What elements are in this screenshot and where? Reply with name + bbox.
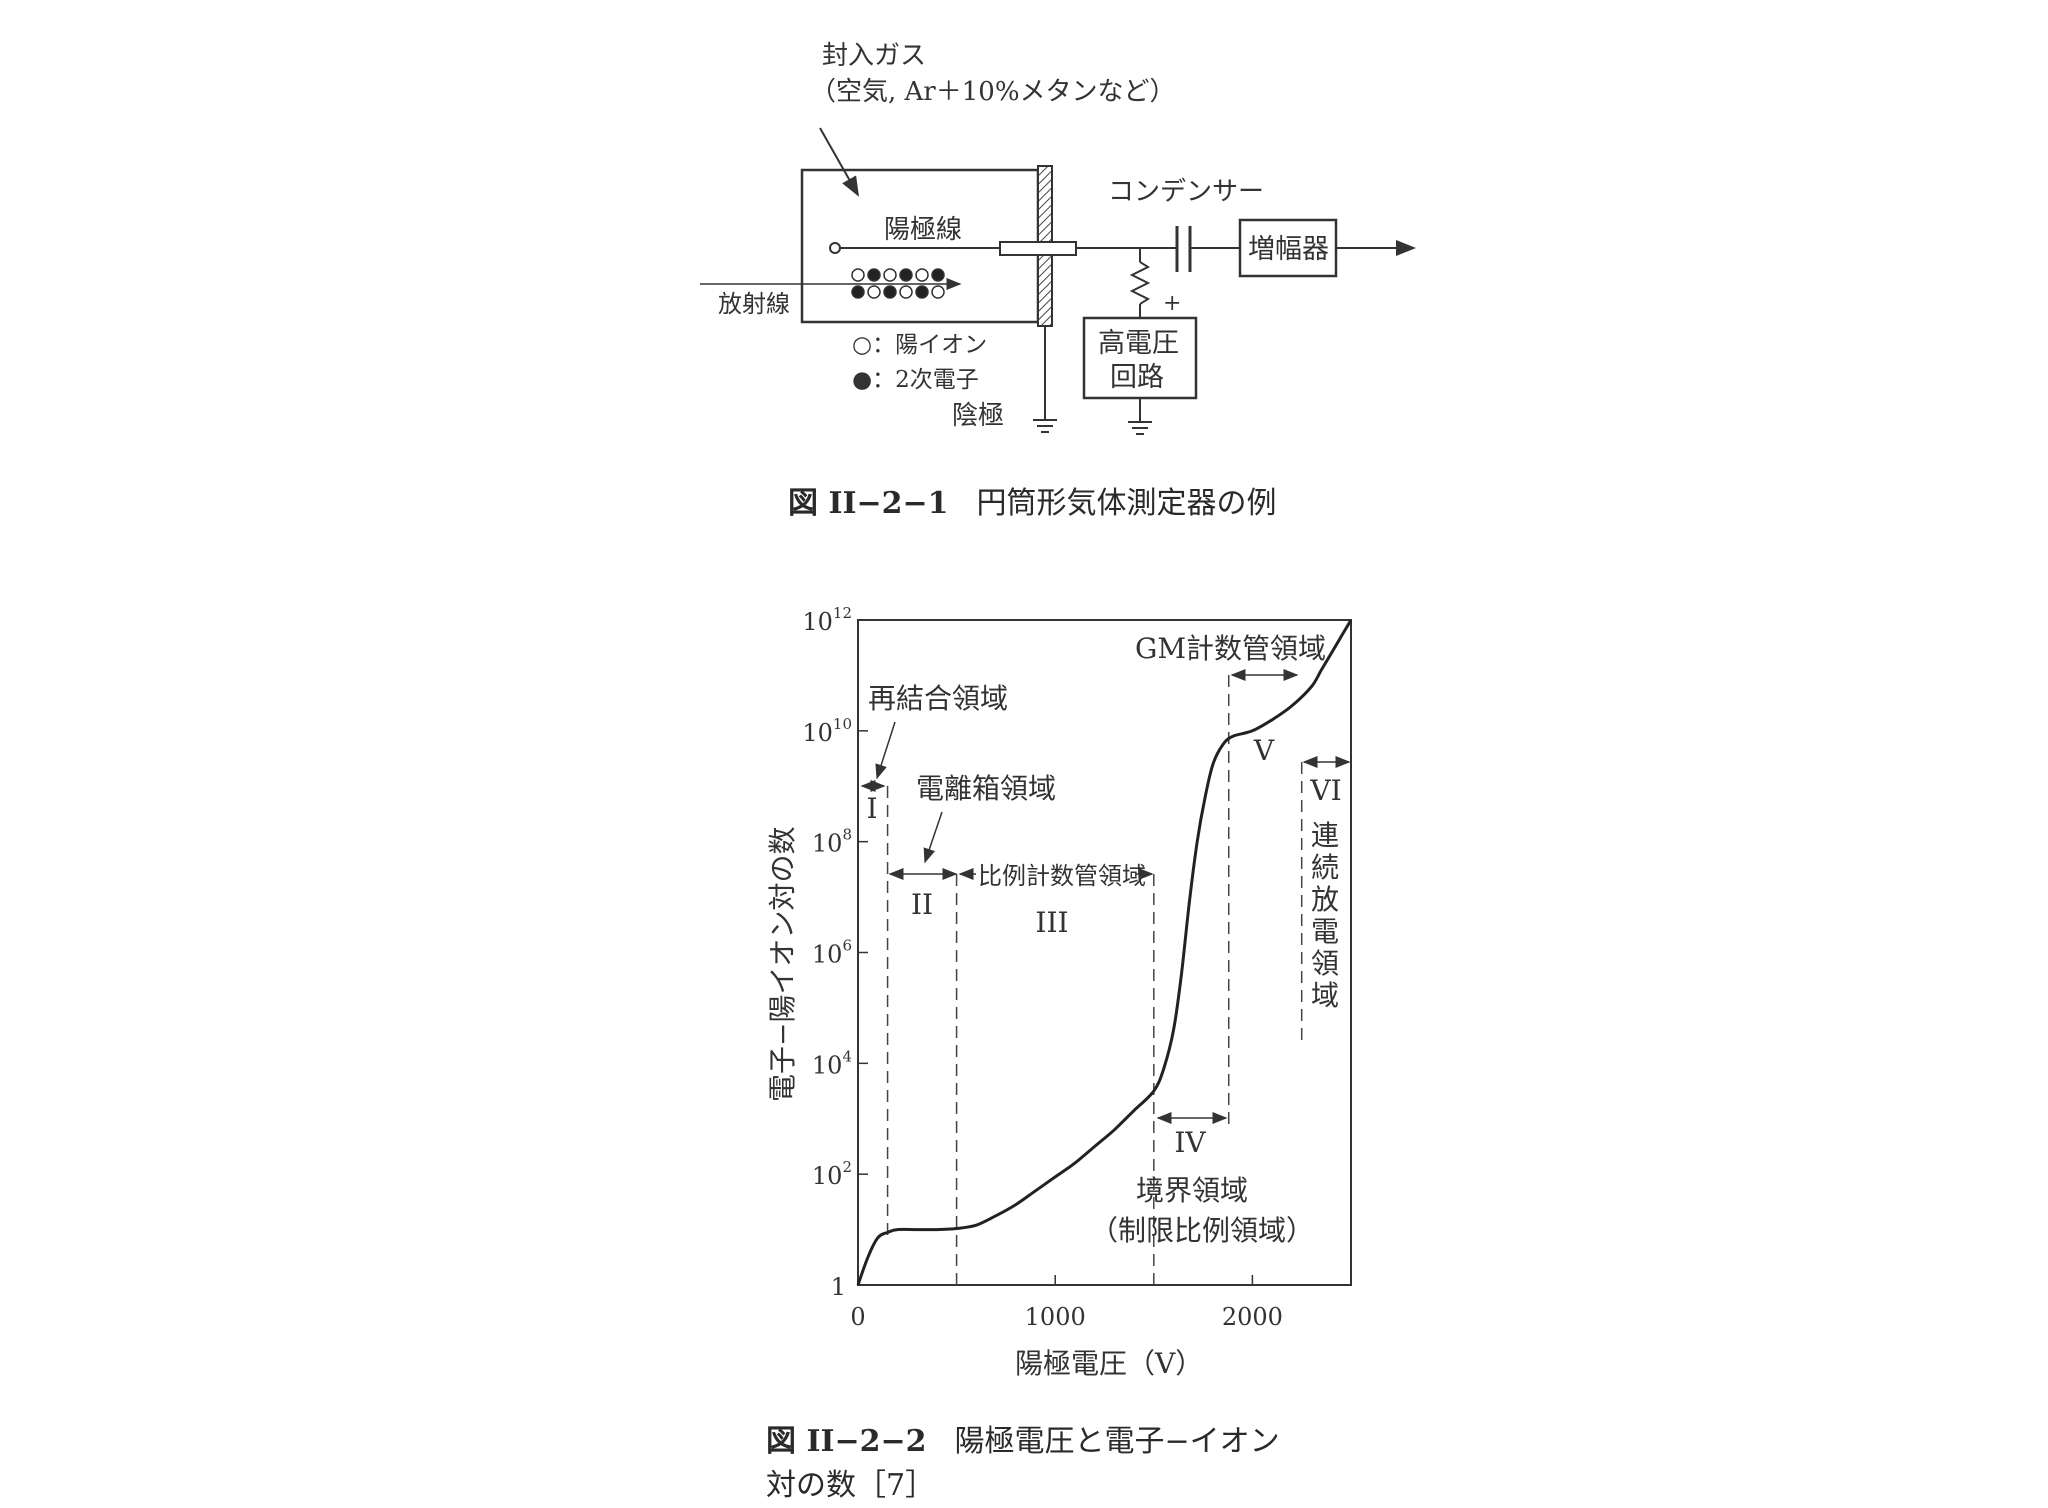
region-boundaries [886, 675, 1303, 1285]
region-numeral: II [911, 888, 933, 921]
secondary-electron [883, 285, 897, 299]
gm-label: GM計数管領域 [1135, 632, 1326, 665]
amplifier-label: 増幅器 [1248, 234, 1329, 265]
region-numeral: VI [1309, 774, 1341, 807]
figure-2-title-line2: 対の数［7］ [766, 1468, 936, 1503]
y-tick-label: 104 [812, 1047, 852, 1079]
y-tick-label: 106 [812, 937, 852, 969]
radiation-label: 放射線 [718, 290, 790, 318]
figure-2-caption: 図 II−2−2 陽極電圧と電子−イオン 対の数［7］ [766, 1420, 1280, 1508]
legend-positive-ion: ○：陽イオン [852, 332, 987, 358]
y-tick-label: 102 [812, 1158, 852, 1190]
region-numeral: I [866, 792, 877, 825]
region-numeral: IV [1174, 1126, 1206, 1159]
ion-pairs [851, 268, 945, 299]
figure-1-number: 図 II−2−1 [788, 486, 949, 521]
y-tick-label: 1010 [802, 715, 852, 747]
positive-ion [883, 268, 897, 282]
series-line [856, 619, 1353, 1286]
continuous-discharge-label: 連続放電領域 [1311, 819, 1339, 1012]
anode-end-dot [829, 242, 841, 254]
secondary-electron [851, 285, 865, 299]
figure-1-caption: 図 II−2−1 円筒形気体測定器の例 [788, 478, 1277, 522]
recombination-pointer [875, 721, 896, 780]
capacitor-label: コンデンサー [1108, 177, 1264, 207]
x-tick-label: 2000 [1222, 1303, 1283, 1331]
ionization-pointer [923, 811, 943, 864]
y-axis-label: 電子−陽イオン対の数 [766, 827, 799, 1102]
limited-proportional-label-line2: （制限比例領域） [1090, 1214, 1314, 1247]
ground-symbol-icon [1128, 421, 1152, 435]
x-axis-ticks: 0 1000 2000 [850, 1275, 1283, 1331]
secondary-electron [931, 268, 945, 282]
cathode-label: 陰極 [952, 401, 1004, 431]
secondary-electron [915, 285, 929, 299]
feedthrough-insulator [999, 241, 1077, 256]
positive-ion [851, 268, 865, 282]
limited-proportional-label-line1: 境界領域 [1136, 1174, 1248, 1207]
positive-ion [867, 285, 881, 299]
secondary-electron [867, 268, 881, 282]
plus-sign: + [1163, 291, 1181, 316]
gas-pointer-arrow [819, 127, 859, 197]
y-tick-label: 1 [831, 1273, 846, 1301]
positive-ion [931, 285, 945, 299]
hv-label-line2: 回路 [1110, 362, 1164, 393]
figure-2-title-line1: 陽極電圧と電子−イオン [954, 1424, 1280, 1459]
gas-label: 封入ガス [822, 41, 926, 71]
y-tick-label: 108 [812, 826, 852, 858]
positive-ion [915, 268, 929, 282]
figure-1-title: 円筒形気体測定器の例 [976, 486, 1277, 521]
plot-frame [857, 619, 1352, 1286]
anode-wire-label: 陽極線 [884, 215, 962, 245]
ionization-label: 電離箱領域 [916, 772, 1056, 805]
recombination-label: 再結合領域 [868, 682, 1008, 715]
proportional-label: 比例計数管領域 [978, 862, 1146, 890]
gas-detail: （空気, Ar＋10%メタンなど） [810, 77, 1176, 107]
x-tick-label: 0 [850, 1303, 865, 1331]
region-numeral: V [1253, 734, 1275, 767]
secondary-electron [899, 268, 913, 282]
x-axis-label: 陽極電圧（V） [1015, 1347, 1203, 1380]
positive-ion [899, 285, 913, 299]
ground-symbol-icon [1033, 419, 1057, 433]
y-tick-label: 1012 [802, 604, 852, 636]
x-tick-label: 1000 [1025, 1303, 1086, 1331]
legend-secondary-electron: ●：2次電子 [852, 367, 979, 393]
figure-1-diagram: 封入ガス （空気, Ar＋10%メタンなど） 陽極線 放射線 [700, 41, 1416, 435]
y-axis-ticks: 1 102 104 106 108 1010 1012 [802, 604, 868, 1301]
region-numeral: III [1035, 906, 1068, 939]
resistor-icon [1129, 261, 1151, 305]
figure-2-number: 図 II−2−2 [766, 1424, 927, 1459]
hv-label-line1: 高電圧 [1098, 328, 1179, 359]
